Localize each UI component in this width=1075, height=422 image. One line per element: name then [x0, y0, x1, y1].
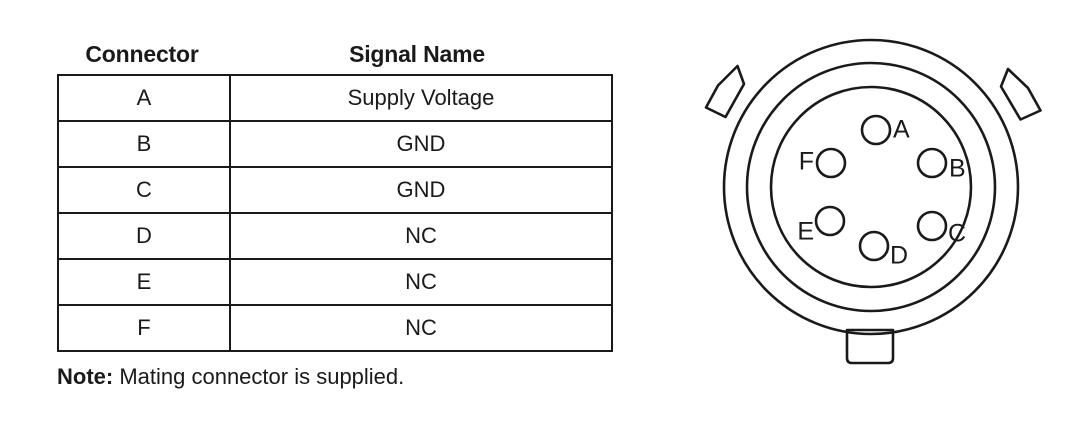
pin-label-d: D — [890, 242, 908, 270]
cell-signal: GND — [229, 166, 613, 214]
table-row: A Supply Voltage — [57, 74, 613, 122]
cell-pin: B — [57, 120, 231, 168]
table-row: C GND — [57, 166, 613, 214]
cell-signal: Supply Voltage — [229, 74, 613, 122]
connector-face-diagram: A B C D E F — [704, 38, 1042, 365]
pin-hole-d — [858, 230, 890, 262]
pinout-table-body: A Supply Voltage B GND C GND D NC E NC F… — [57, 74, 613, 352]
table-row: F NC — [57, 304, 613, 352]
note-label: Note: — [57, 364, 114, 389]
cell-signal: NC — [229, 212, 613, 260]
inner-insert-ring — [769, 85, 973, 289]
table-row: E NC — [57, 258, 613, 306]
cell-signal: GND — [229, 120, 613, 168]
bottom-key-tab — [845, 328, 895, 365]
pin-label-e: E — [797, 218, 814, 246]
outer-shell-ring — [722, 38, 1020, 336]
pin-hole-b — [916, 147, 948, 179]
cell-pin: E — [57, 258, 231, 306]
pin-label-b: B — [949, 155, 966, 183]
right-mounting-tab — [999, 67, 1042, 121]
pin-label-f: F — [799, 148, 814, 176]
pin-hole-f — [815, 147, 847, 179]
header-connector: Connector — [85, 41, 199, 67]
pin-hole-a — [860, 114, 892, 146]
table-header-row: Connector Signal Name — [57, 40, 607, 72]
table-note: Note: Mating connector is supplied. — [57, 364, 404, 390]
pin-hole-e — [814, 205, 846, 237]
table-row: B GND — [57, 120, 613, 168]
cell-pin: D — [57, 212, 231, 260]
middle-shell-ring — [745, 61, 997, 313]
pinout-table-pane: Connector Signal Name A Supply Voltage B… — [57, 40, 613, 390]
pin-hole-c — [916, 210, 948, 242]
cell-pin: C — [57, 166, 231, 214]
cell-pin: F — [57, 304, 231, 352]
pinout-table: A Supply Voltage B GND C GND D NC E NC F… — [57, 74, 613, 352]
pin-label-a: A — [893, 116, 910, 144]
cell-pin: A — [57, 74, 231, 122]
left-mounting-tab — [704, 64, 746, 119]
table-row: D NC — [57, 212, 613, 260]
cell-signal: NC — [229, 304, 613, 352]
connector-diagram-pane: A B C D E F — [640, 0, 1075, 422]
pin-label-c: C — [948, 220, 966, 248]
note-text: Mating connector is supplied. — [113, 364, 405, 389]
cell-signal: NC — [229, 258, 613, 306]
header-signal-name: Signal Name — [349, 41, 485, 67]
